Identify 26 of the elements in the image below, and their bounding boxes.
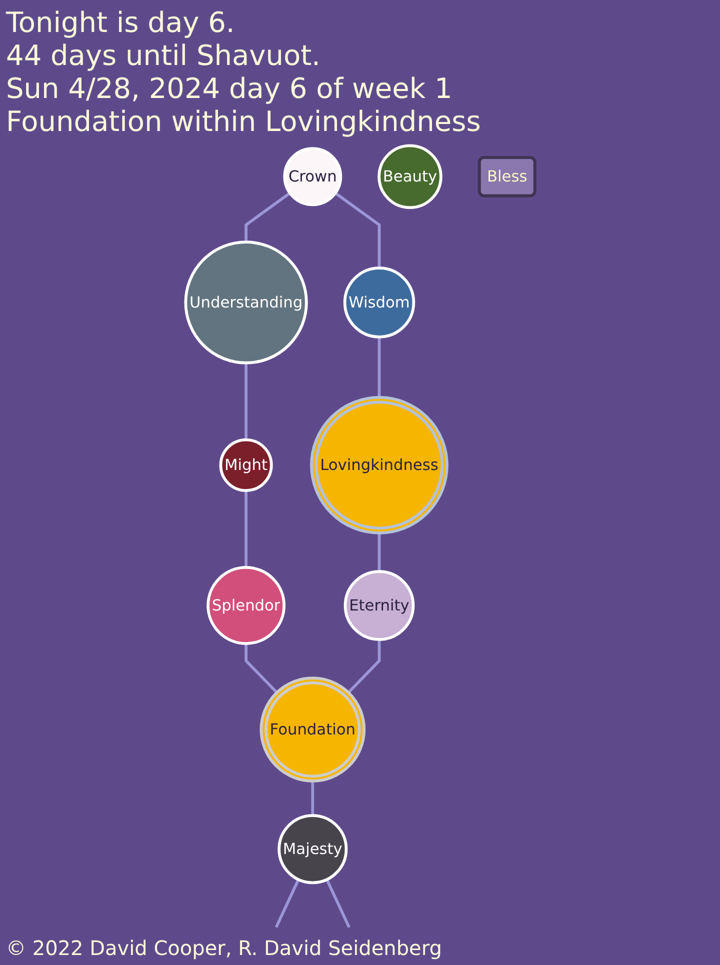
connector [378,336,380,398]
header-text: Tonight is day 6. [6,6,235,39]
node-circle: Beauty [377,144,442,209]
node-circle: Lovingkindness [310,396,448,534]
line [325,878,350,928]
connector [244,490,248,568]
connector [244,362,248,440]
header-text: Foundation within Lovingkindness [6,105,481,138]
header-text: 44 days until Shavuot. [6,39,320,72]
connector [334,192,380,268]
node-circle: Splendor [206,566,286,645]
connector [244,644,278,694]
node-circle: Majesty [277,814,348,884]
connector [244,192,291,242]
node-circle: Understanding [184,240,308,364]
line [274,878,300,928]
connector [347,639,380,694]
connector [378,532,380,572]
node-circle: Foundation [259,676,366,782]
header-text: Sun 4/28, 2024 day 6 of week 1 [6,72,452,105]
node-circle: Might [219,438,273,492]
node-circle: Wisdom [343,266,415,338]
copyright-caption: © 2022 David Cooper, R. David Seidenberg [6,935,442,961]
node-circle: Eternity [344,570,414,641]
node-circle: Crown [282,147,342,206]
connector [310,780,314,816]
